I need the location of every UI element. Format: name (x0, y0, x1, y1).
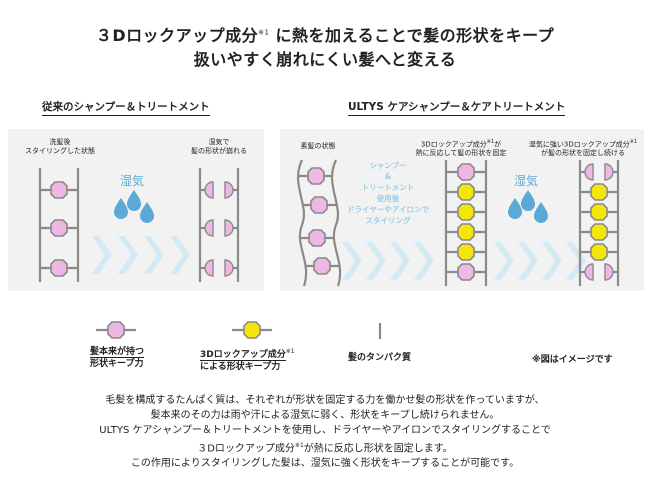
caption-broken: 湿気で 髪の形状が崩れる (176, 138, 262, 156)
footnote-mark: ※1 (258, 28, 270, 37)
footnote-mark: ※1 (285, 348, 295, 355)
humidity-label-left: 湿気 (120, 174, 145, 188)
caption-line: 髪の形状が崩れる (191, 147, 247, 155)
process-steps: シャンプー & トリートメント 使用後 ドライヤーやアイロンで スタイリング (338, 160, 438, 226)
process-step: & (384, 172, 392, 181)
strand-styled (38, 168, 80, 282)
caption-line: 3Dロックアップ成分※1が (402, 138, 520, 149)
footnote-mark: ※1 (486, 139, 495, 145)
caption-styled: 洗髪後 スタイリングした状態 (22, 138, 98, 156)
caption-part: 3Dロックアップ成分 (420, 140, 487, 149)
caption-line: スタイリングした状態 (25, 147, 95, 155)
left-section-title: 従来のシャンプー＆トリートメント (42, 99, 210, 116)
process-step: 使用後 (376, 194, 400, 203)
caption-line: 湿気に強い3Dロックアップ成分※1 (520, 138, 646, 149)
legend-label: 3Dロックアップ成分 (200, 350, 286, 361)
caption-line: 湿気で (208, 138, 230, 146)
body-text: 毛髪を構成するたんぱく質は、それぞれが形状を固定する力を働かせ髪の形状を作ってい… (0, 393, 650, 471)
legend-item-protein: 髪のタンパク質 (348, 353, 412, 363)
legend-item-3dlock: 3Dロックアップ成分※1 による形状キープ力 (200, 346, 295, 373)
strand-broken (198, 168, 240, 282)
caption-maintained: 湿気に強い3Dロックアップ成分※1 が髪の形状を固定し続ける (520, 138, 646, 158)
process-step: ドライヤーやアイロンで (347, 205, 429, 214)
image-note: ※図はイメージです (532, 355, 613, 365)
body-line: 髪本来のその力は雨や汗による湿気に弱く、形状をキープし続けられません。 (150, 410, 500, 421)
legend-item-natural: 髪本来が持つ 形状キープ力 (90, 346, 145, 370)
legend-label: 形状キープ力 (90, 359, 144, 369)
caption-line: 洗髪後 (49, 138, 71, 146)
headline-part: に熱を加えることで髪の形状をキープ (275, 26, 555, 45)
caption-part: が (494, 140, 502, 149)
water-drop-icon (114, 190, 154, 223)
headline-line2: 扱いやすく崩れにくい髪へと変える (193, 50, 457, 69)
body-part: が熱に反応し形状を固定します。 (303, 443, 453, 455)
body-line: ３Dロックアップ成分※1が熱に反応し形状を固定します。 (0, 438, 650, 456)
strand-natural (296, 159, 342, 287)
strand-fixed (444, 160, 488, 286)
legend-pink-bond-icon (96, 321, 136, 339)
legend-label: による形状キープ力 (200, 362, 281, 372)
body-part: ３Dロックアップ成分 (197, 443, 295, 455)
chevron-arrow-icon (342, 242, 434, 280)
process-step: シャンプー (369, 161, 407, 170)
caption-natural: 素髪の状態 (300, 142, 336, 150)
right-section-title: ULTYS ケアシャンプー＆ケアトリートメント (348, 99, 566, 116)
humidity-label-right: 湿気 (514, 174, 539, 188)
caption-line: が髪の形状を固定し続ける (541, 149, 625, 158)
chevron-arrow-icon (92, 236, 190, 274)
legend-yellow-bond-icon (232, 321, 272, 339)
headline-part: ３Dロックアップ成分 (95, 26, 259, 45)
chevron-arrow-icon (494, 242, 586, 280)
body-line: この作用によりスタイリングした髪は、湿気に強く形状をキープすることが可能です。 (130, 458, 520, 470)
footnote-mark: ※1 (629, 139, 638, 145)
body-line: ULTYS ケアシャンプー＆トリートメントを使用し、ドライヤーやアイロンでスタイ… (99, 425, 551, 436)
caption-line: 熱に反応して髪の形状を固定 (415, 149, 507, 158)
body-line: 毛髪を構成するたんぱく質は、それぞれが形状を固定する力を働かせ髪の形状を作ってい… (105, 395, 545, 406)
headline-line1: ３Dロックアップ成分※1 に熱を加えることで髪の形状をキープ (0, 22, 650, 46)
footnote-mark: ※1 (294, 442, 304, 449)
strand-maintained (578, 160, 620, 286)
legend-label: 髪本来が持つ (90, 347, 145, 358)
process-step: トリートメント (361, 183, 415, 192)
process-step: スタイリング (365, 216, 411, 225)
caption-fixed: 3Dロックアップ成分※1が 熱に反応して髪の形状を固定 (402, 138, 520, 158)
caption-part: 湿気に強い3Dロックアップ成分 (528, 140, 630, 149)
water-drop-icon (508, 190, 548, 223)
